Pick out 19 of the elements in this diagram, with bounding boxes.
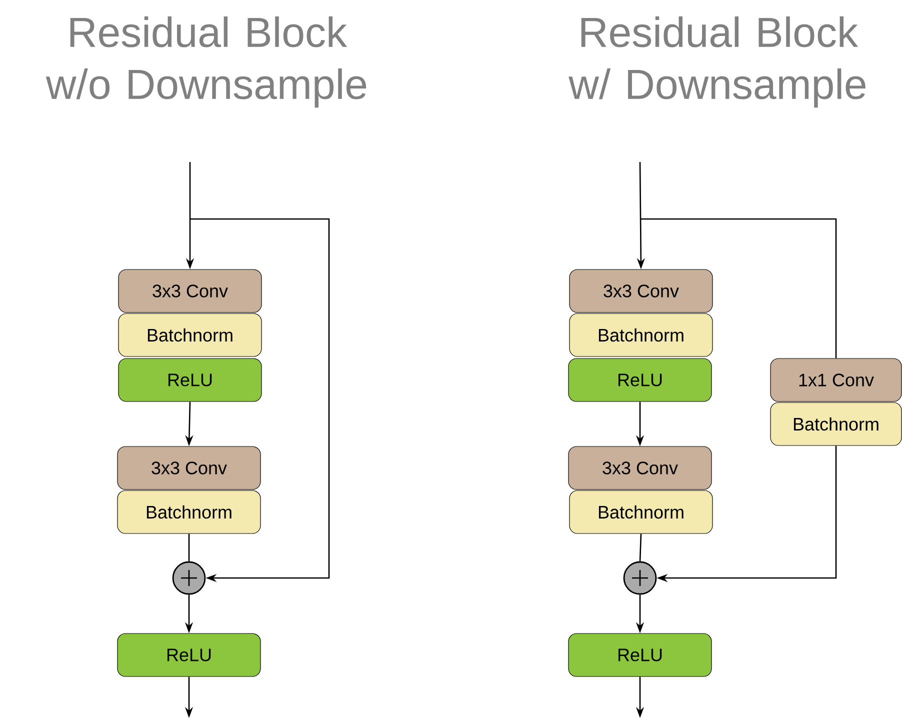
relu-box: ReLU	[118, 358, 262, 402]
adder-circle	[623, 561, 657, 595]
conv-box: 3x3 Conv	[118, 269, 262, 313]
conv-box: 1x1 Conv	[770, 358, 902, 402]
arrow	[190, 218, 330, 582]
conv-box: 3x3 Conv	[568, 446, 712, 490]
batchnorm-box: Batchnorm	[569, 313, 713, 357]
relu-box: ReLU	[568, 358, 712, 402]
relu-box: ReLU	[568, 633, 712, 677]
conv-box: 3x3 Conv	[117, 446, 261, 490]
adder-circle	[172, 561, 206, 595]
relu-box: ReLU	[117, 633, 261, 677]
title: Residual Block w/ Downsample	[568, 16, 866, 108]
batchnorm-box: Batchnorm	[117, 490, 261, 534]
batchnorm-box: Batchnorm	[569, 490, 713, 534]
batchnorm-box: Batchnorm	[118, 313, 262, 357]
batchnorm-box: Batchnorm	[770, 402, 902, 446]
title: Residual Block w/o Downsample	[46, 16, 366, 108]
conv-box: 3x3 Conv	[569, 269, 713, 313]
